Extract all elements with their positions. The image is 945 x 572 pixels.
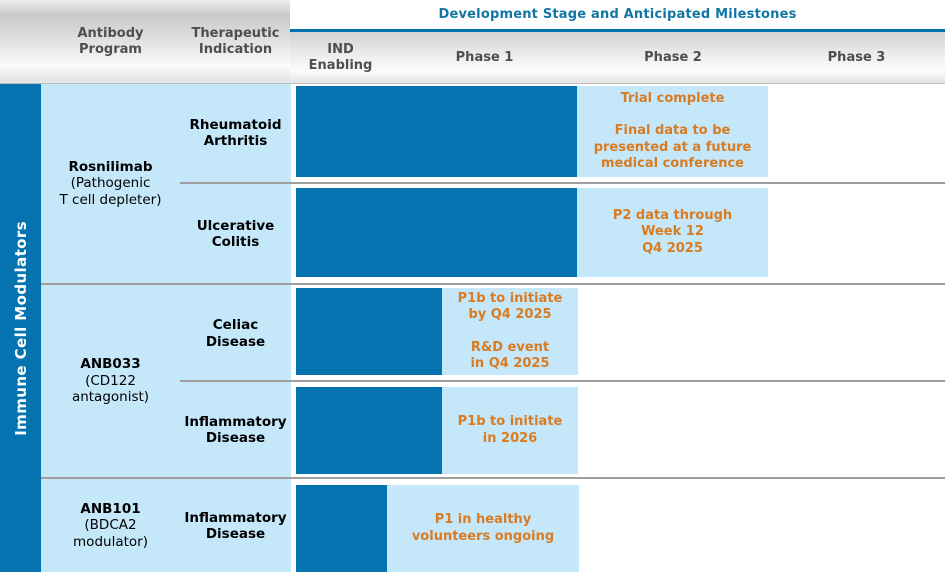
progress-bar-inflammatory-anb101	[296, 485, 387, 572]
program-rosnilimab: Rosnilimab (Pathogenic T cell depleter)	[41, 84, 180, 283]
progress-bar-celiac-disease	[296, 288, 442, 375]
divider-line-group-1-2	[41, 283, 945, 285]
header-stage-panel: IND Enabling Phase 1 Phase 2 Phase 3	[290, 32, 945, 84]
header-left-panel	[0, 0, 291, 84]
progress-bar-ulcerative-colitis	[296, 188, 577, 277]
divider-line-rosnilimab-rows	[180, 182, 945, 184]
indication-ulcerative-colitis: Ulcerative Colitis	[196, 217, 275, 250]
program-mechanism: (Pathogenic T cell depleter)	[59, 175, 162, 208]
category-label: Immune Cell Modulators	[11, 220, 30, 436]
column-header-therapeutic-indication: Therapeutic Indication	[191, 25, 280, 57]
program-anb101: ANB101 (BDCA2 modulator)	[41, 479, 180, 572]
column-header-phase-1: Phase 1	[455, 49, 514, 65]
milestone-ulcerative-colitis: P2 data through Week 12 Q4 2025	[577, 188, 768, 277]
column-header-antibody-program: Antibody Program	[77, 25, 144, 57]
program-name: Rosnilimab	[68, 158, 153, 175]
column-header-phase-3: Phase 3	[827, 49, 886, 65]
progress-bar-inflammatory-anb033	[296, 387, 442, 474]
program-mechanism: (BDCA2 modulator)	[73, 517, 148, 550]
program-name: ANB033	[80, 356, 141, 373]
indication-inflammatory-disease-anb101: Inflammatory Disease	[184, 509, 287, 542]
category-sidebar: Immune Cell Modulators	[0, 84, 41, 572]
milestone-celiac-disease: P1b to initiate by Q4 2025 R&D event in …	[442, 288, 578, 375]
chart-title: Development Stage and Anticipated Milest…	[438, 7, 797, 22]
program-mechanism: (CD122 antagonist)	[71, 372, 150, 406]
divider-line-group-2-3	[41, 477, 945, 479]
indication-rheumatoid-arthritis: Rheumatoid Arthritis	[189, 116, 282, 149]
column-header-ind-enabling: IND Enabling	[308, 41, 373, 73]
header-divider	[0, 83, 945, 84]
progress-bar-rheumatoid-arthritis	[296, 86, 577, 177]
column-header-phase-2: Phase 2	[644, 49, 702, 65]
title-bar: Development Stage and Anticipated Milest…	[290, 0, 945, 29]
divider-line-anb033-rows	[180, 380, 945, 382]
milestone-inflammatory-anb101: P1 in healthy volunteers ongoing	[387, 485, 579, 572]
milestone-rheumatoid-arthritis: Trial complete Final data to be presente…	[577, 86, 768, 177]
indication-celiac-disease: Celiac Disease	[205, 317, 266, 350]
program-name: ANB101	[80, 500, 141, 517]
indication-inflammatory-disease-anb033: Inflammatory Disease	[184, 413, 287, 446]
program-anb033: ANB033 (CD122 antagonist)	[41, 285, 180, 477]
group-cell-anb101	[41, 479, 291, 572]
milestone-inflammatory-anb033: P1b to initiate in 2026	[442, 387, 578, 474]
title-underline	[290, 29, 945, 32]
